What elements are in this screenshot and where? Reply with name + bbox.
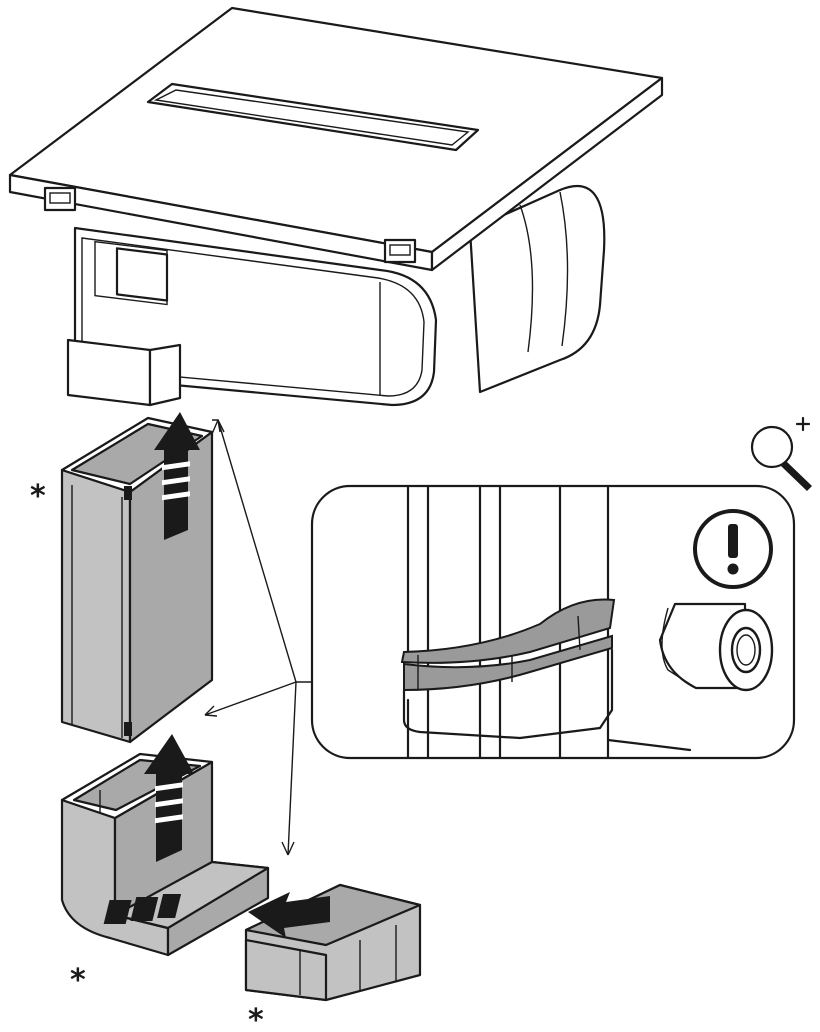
- filter-box: [103, 883, 422, 1002]
- magnifier-plus-icon: [750, 416, 812, 491]
- detail-callout: [310, 484, 796, 760]
- tape-roll-icon: [658, 602, 774, 692]
- elbow-duct-section: [60, 734, 270, 957]
- lift-arrow-icon: [154, 412, 200, 540]
- optional-marker-elbow-duct: *: [70, 963, 86, 998]
- vertical-duct-section: [60, 412, 214, 744]
- optional-marker-filter-box: *: [248, 1003, 264, 1032]
- optional-marker-vertical-duct: *: [30, 479, 46, 514]
- lift-arrow-icon: [144, 734, 194, 862]
- tape-band: [400, 598, 616, 664]
- push-arrow-icon: [103, 892, 330, 938]
- exclamation-circle-icon: [693, 509, 773, 589]
- cooktop-unit: [8, 6, 664, 407]
- label-plate: [115, 247, 169, 302]
- pointer-lines: [204, 419, 312, 856]
